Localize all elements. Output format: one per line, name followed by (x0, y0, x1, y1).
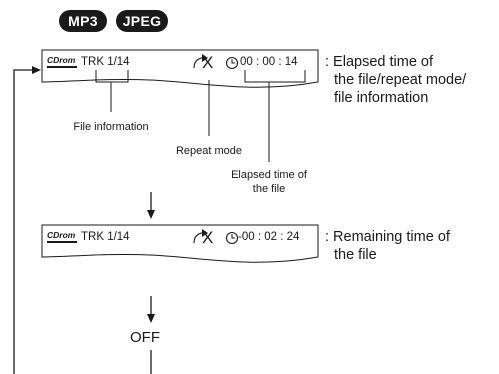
remaining-time-2: -00 : 02 : 24 (238, 231, 300, 243)
off-label: OFF (130, 329, 160, 346)
repeat-arrow-icon-1 (193, 54, 208, 69)
description-elapsed-line3: file information (334, 90, 429, 106)
elapsed-time-bracket (244, 70, 306, 162)
display1-outline (41, 49, 319, 88)
file-info-bracket (95, 70, 129, 112)
repeat-arrow-icon-2 (193, 229, 208, 244)
cd-rom-logo-1: CDrom (47, 55, 76, 65)
clock-icon-1 (225, 56, 239, 70)
description-remaining-line2: the file (334, 247, 377, 263)
down-arrow-1-head (147, 210, 155, 219)
track-info-2: TRK 1/14 (81, 231, 130, 243)
loop-back-arrowhead (32, 66, 41, 74)
repeat-mode-symbol-1: X (202, 53, 214, 72)
elapsed-time-1: 00 : 00 : 14 (240, 56, 298, 68)
repeat-mode-symbol-2: X (202, 228, 214, 247)
description-elapsed-line2: the file/repeat mode/ (334, 72, 467, 88)
cd-rom-logo-2: CDrom (47, 230, 76, 240)
elapsed-time-label-line1: Elapsed time of (231, 169, 307, 181)
file-information-label: File information (73, 121, 149, 133)
description-elapsed-line1: : Elapsed time of (325, 54, 433, 70)
track-info-1: TRK 1/14 (81, 56, 130, 68)
loop-back-line (13, 69, 152, 374)
repeat-mode-label: Repeat mode (175, 145, 243, 157)
down-arrow-2-head (147, 314, 155, 323)
description-remaining-line1: : Remaining time of (325, 229, 450, 245)
cd-rom-logo-underline-2 (47, 241, 77, 243)
elapsed-time-label-line2: the file (252, 183, 286, 195)
display2-outline (41, 224, 319, 263)
jpeg-badge: JPEG (116, 10, 168, 32)
mp3-badge: MP3 (59, 10, 107, 32)
cd-rom-logo-underline-1 (47, 66, 77, 68)
clock-icon-2 (225, 231, 239, 245)
